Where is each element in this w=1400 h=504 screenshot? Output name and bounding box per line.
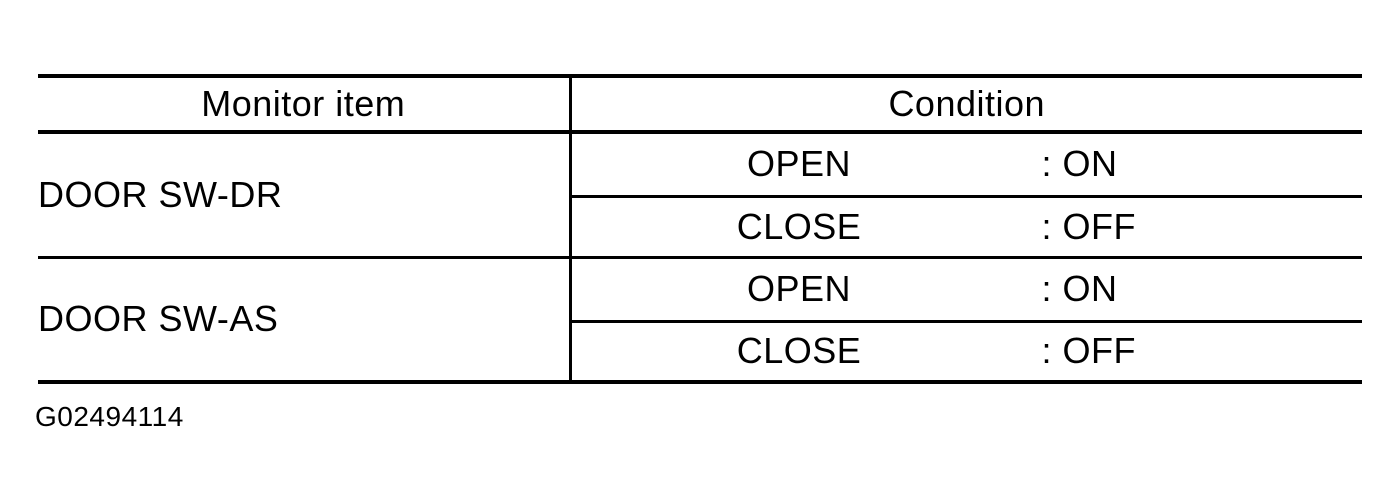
condition-state-label: OPEN — [746, 268, 852, 309]
table-row: DOOR SW-AS OPEN : ON — [38, 257, 1363, 382]
condition-state-label: OPEN — [746, 143, 852, 185]
condition-cell: OPEN : ON — [570, 257, 1363, 323]
condition-cell: CLOSE : OFF — [570, 321, 1362, 382]
column-header-condition: Condition — [570, 76, 1362, 134]
table-row: CLOSE : OFF — [38, 196, 1363, 259]
monitor-condition-table: Monitor item Condition DOOR SW-DR OPEN :… — [38, 74, 1362, 384]
table-row: DOOR SW-DR OPEN : ON — [38, 132, 1363, 259]
condition-line: CLOSE : OFF — [572, 206, 1363, 248]
condition-value-label: : OFF — [1041, 330, 1136, 372]
condition-line: OPEN : ON — [572, 268, 1363, 310]
condition-value-label: : ON — [1041, 143, 1118, 185]
condition-line: CLOSE : OFF — [572, 330, 1363, 372]
figure-id: G02494114 — [35, 401, 184, 432]
table-row: CLOSE : OFF — [38, 321, 1362, 382]
condition-line: OPEN : ON — [572, 143, 1363, 185]
column-header-monitor-item: Monitor item — [38, 76, 572, 134]
condition-state-label: CLOSE — [736, 330, 862, 372]
monitor-item-door-sw-as: DOOR SW-AS — [38, 257, 572, 382]
condition-value-label: : OFF — [1041, 205, 1136, 247]
monitor-item-door-sw-dr: DOOR SW-DR — [38, 132, 572, 259]
condition-state-label: CLOSE — [736, 205, 862, 247]
table-header-row: Monitor item Condition — [38, 76, 1362, 134]
condition-cell: CLOSE : OFF — [570, 196, 1363, 259]
condition-value-label: : ON — [1041, 268, 1118, 309]
condition-cell: OPEN : ON — [570, 132, 1363, 198]
